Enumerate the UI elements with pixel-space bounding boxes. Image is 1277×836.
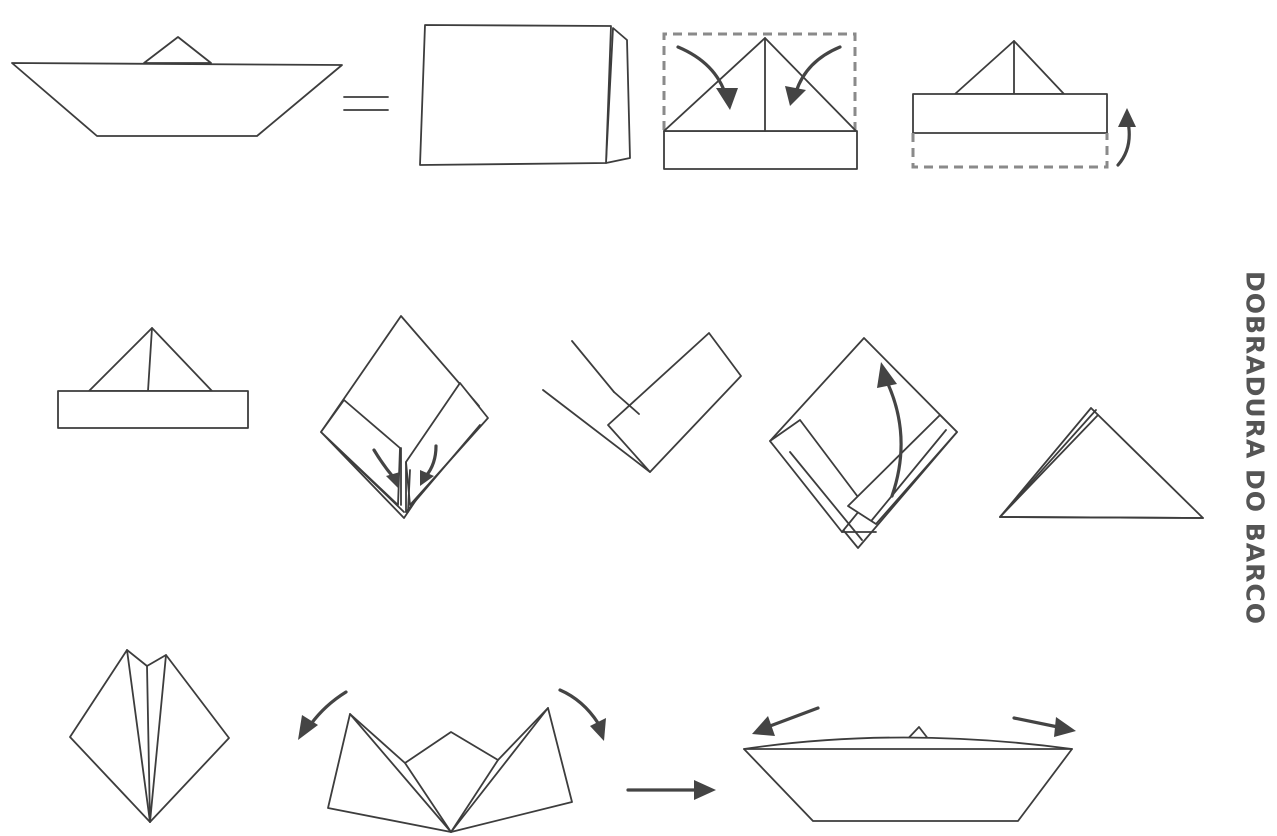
paper-hat	[58, 328, 248, 428]
triangle	[1000, 408, 1203, 518]
pull-sides-outward	[298, 690, 606, 832]
diamond-tuck-corners	[321, 316, 488, 518]
diamond-fold-bottom-up	[770, 338, 957, 548]
pull-out-arrow-right	[560, 690, 606, 741]
stretch-arrow-right	[1014, 717, 1076, 737]
page-title: DOBRADURA DO BARCO	[1241, 271, 1270, 625]
page-title-vertical: DOBRADURA DO BARCO	[1232, 268, 1277, 628]
pull-out-arrow-left	[298, 692, 346, 740]
finished-boat-preview	[12, 37, 342, 136]
result-arrow	[628, 780, 716, 800]
finished-boat	[744, 708, 1076, 821]
fold-up-arrow	[1118, 108, 1136, 165]
folded-sheet	[420, 25, 630, 165]
pointed-diamond	[70, 650, 229, 822]
equals-sign	[344, 97, 388, 110]
folding-flap-detail	[543, 333, 741, 472]
fold-flaps-up	[913, 41, 1136, 167]
fold-corners-down	[664, 34, 857, 169]
stretch-arrow-left	[752, 708, 818, 736]
